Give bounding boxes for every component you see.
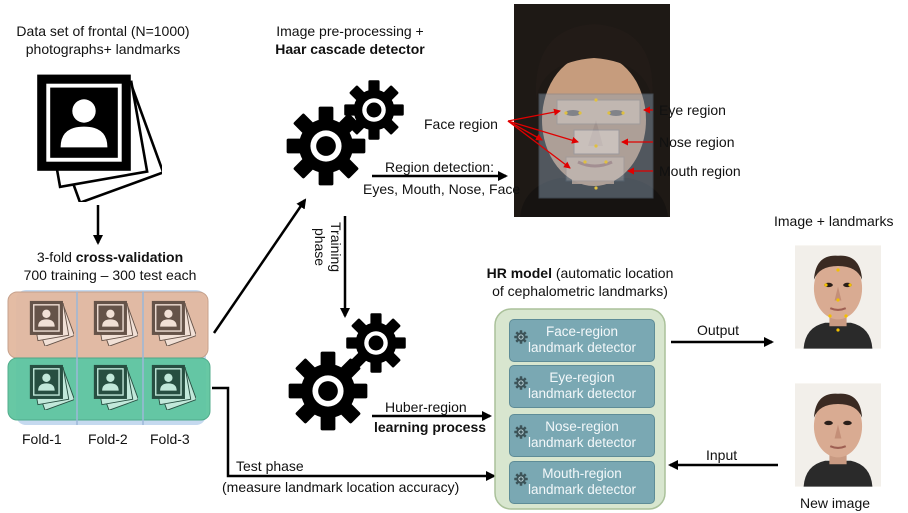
preprocess-title: Image pre-processing + Haar cascade dete… [275,23,425,57]
region-pointers [507,106,653,175]
gear-icon [514,472,528,486]
hr-model-title: HR model (automatic location of cephalom… [486,265,674,299]
arrow-folds-to-preprocess [212,198,307,334]
gear-icon [514,425,528,439]
huber-line1: Huber-region [385,399,467,415]
test-phase-line2: (measure landmark location accuracy) [222,479,460,495]
gear-icon [514,376,528,390]
nose-region-label: Nose region [659,134,735,150]
gear-icon-small-bottom [346,313,406,373]
gear-icon-large-top [286,106,366,186]
gear-icon [514,330,528,344]
fold-label-1: Fold-1 [22,431,62,447]
region-detection-line2: Eyes, Mouth, Nose, Face [363,181,521,197]
dataset-title: Data set of frontal (N=1000) photographs… [16,23,190,57]
output-face-image [795,244,881,350]
face-region-label: Face region [424,116,498,132]
output-landmarks [824,268,852,332]
mouth-region-label: Mouth region [659,163,741,179]
new-face-image [795,382,881,488]
arrow-test-phase [212,386,496,481]
crossval-title: 3-fold cross-validation 700 training – 3… [23,249,197,283]
input-label: Input [706,447,738,463]
mouth-region-detector: Mouth-region landmark detector [509,461,655,504]
fold-grid [7,290,211,425]
image-landmarks-label: Image + landmarks [774,213,894,229]
new-image-label: New image [800,495,871,511]
training-phase-label: Training phase [312,222,344,273]
nose-region-detector: Nose-region landmark detector [509,414,655,457]
eye-region-label: Eye region [659,102,726,118]
gear-icon-small-top [344,80,404,140]
huber-line2: learning process [374,419,487,435]
region-detection-line1: Region detection: [385,159,494,175]
test-phase-line1: Test phase [236,458,304,474]
fold-label-2: Fold-2 [88,431,128,447]
output-label: Output [697,322,740,338]
eye-region-detector: Eye-region landmark detector [509,365,655,408]
face-region-detector: Face-region landmark detector [509,319,655,362]
fold-label-3: Fold-3 [150,431,190,447]
photo-stack-icon [37,74,162,202]
